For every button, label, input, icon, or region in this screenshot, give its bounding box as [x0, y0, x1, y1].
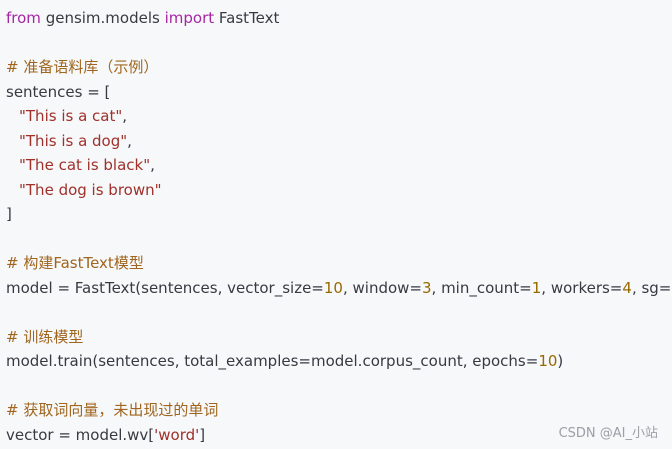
string-literal: "The dog is brown" [19, 180, 162, 199]
watermark: CSDN @AI_小站 [558, 426, 658, 441]
code-comment-train: # 训练模型 [6, 327, 84, 346]
code-line-model-train: model.train(sentences, total_examples=mo… [6, 349, 672, 374]
code-line-sentence-3: "The cat is black", [6, 153, 672, 178]
code-line-sentence-4: "The dog is brown" [6, 178, 672, 203]
imported-name: FastText [214, 9, 280, 27]
code-text: , min_count= [431, 278, 532, 297]
string-literal: "This is a cat" [19, 107, 123, 125]
code-line-blank [6, 31, 672, 56]
number-literal: 10 [538, 352, 558, 370]
code-comment-corpus: # 准备语料库（示例） [6, 58, 159, 76]
code-text: , window= [342, 278, 422, 297]
number-literal: 4 [622, 278, 632, 297]
punctuation: , [127, 131, 132, 150]
keyword-from: from [6, 9, 41, 27]
punctuation: , [122, 107, 128, 125]
code-text: model.train(sentences, total_examples=mo… [6, 352, 539, 370]
code-line-model-construct: model = FastText(sentences, vector_size=… [6, 276, 672, 301]
code-line-get-vector: vector = model.wv['word'] [6, 423, 672, 448]
code-line-blank [6, 300, 672, 325]
code-line-import: from gensim.models import FastText [6, 6, 672, 31]
code-text: model = FastText(sentences, vector_size= [6, 278, 324, 297]
code-line-blank [6, 374, 672, 399]
string-literal: "The cat is black" [19, 156, 151, 174]
string-literal: 'word' [154, 425, 200, 444]
code-text: vector = model.wv[ [6, 425, 155, 444]
code-text: ) [557, 352, 564, 370]
code-text: , workers= [541, 278, 623, 297]
code-line-sentence-1: "This is a cat", [6, 104, 672, 129]
code-text: ] [199, 425, 206, 444]
number-literal: 10 [323, 278, 343, 297]
code-comment-build-model: # 构建FastText模型 [6, 254, 144, 272]
keyword-import: import [164, 9, 215, 27]
code-text: , sg= [631, 278, 672, 297]
punctuation: , [150, 156, 155, 174]
code-line-sentences-open: sentences = [ [6, 82, 111, 101]
number-literal: 1 [531, 278, 542, 297]
module-path: gensim.models [40, 9, 165, 27]
code-line-sentences-close: ] [6, 205, 12, 223]
code-line-blank [6, 227, 672, 252]
code-comment-get-vector: # 获取词向量，未出现过的单词 [6, 401, 219, 419]
code-line-sentence-2: "This is a dog", [6, 129, 672, 154]
string-literal: "This is a dog" [19, 131, 128, 150]
number-literal: 3 [421, 278, 432, 297]
